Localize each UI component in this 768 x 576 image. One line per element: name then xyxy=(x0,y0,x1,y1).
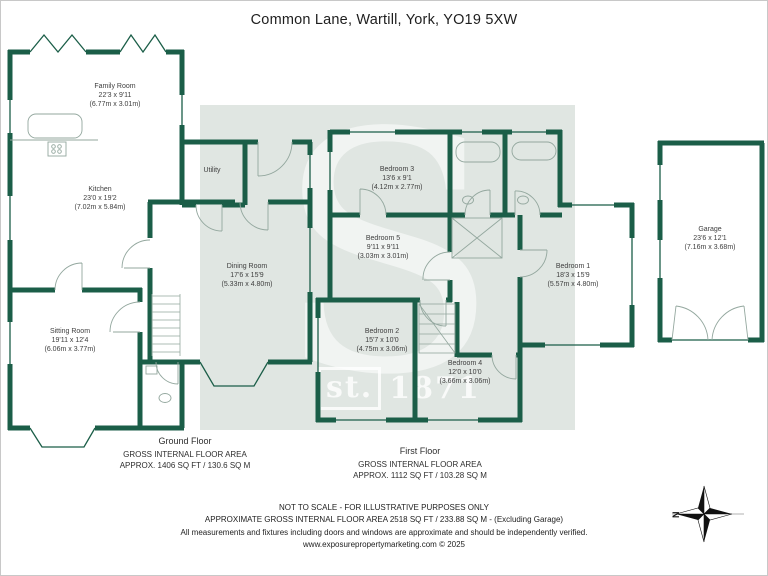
watermark-established-label: st. 1871 xyxy=(318,367,481,410)
bay-window-icon xyxy=(119,33,167,54)
room-name: Family Room xyxy=(94,83,136,90)
room-dims-imperial: 17'6 x 15'9 xyxy=(230,272,264,280)
stairs-icon xyxy=(151,294,181,356)
floor-area-line: APPROX. 1112 SQ FT / 103.28 SQ M xyxy=(353,471,487,480)
disclaimer-footer: NOT TO SCALE - FOR ILLUSTRATIVE PURPOSES… xyxy=(0,502,768,551)
room-label-utility: Utility xyxy=(187,166,237,175)
room-name: Bedroom 2 xyxy=(364,328,400,335)
watermark-year: 1871 xyxy=(389,371,481,406)
room-label-family-room: Family Room 22'3 x 9'11 (6.77m x 3.01m) xyxy=(55,82,175,110)
watermark-letter: S xyxy=(274,63,501,447)
floor-name: First Floor xyxy=(399,446,441,456)
room-dims-metric: (5.33m x 4.80m) xyxy=(221,281,273,289)
bathtub-icon xyxy=(455,141,557,205)
stairwell-icon xyxy=(418,303,456,354)
footer-line: www.exposurepropertymarketing.com © 2025 xyxy=(303,539,465,549)
room-label-garage: Garage 23'6 x 12'1 (7.16m x 3.68m) xyxy=(650,225,768,253)
room-name: Bedroom 4 xyxy=(447,360,483,367)
garage-doors-icon xyxy=(671,305,749,341)
wc-fixtures-icon xyxy=(145,365,172,403)
cupboard-icon xyxy=(451,217,503,259)
first-floor-summary: First Floor GROSS INTERNAL FLOOR AREA AP… xyxy=(300,446,540,482)
room-label-bedroom-2: Bedroom 2 15'7 x 10'0 (4.75m x 3.06m) xyxy=(322,327,442,355)
page-title: Common Lane, Wartill, York, YO19 5XW xyxy=(250,12,518,28)
room-label-sitting-room: Sitting Room 19'11 x 12'4 (6.06m x 3.77m… xyxy=(10,327,130,355)
ground-floor-summary: Ground Floor GROSS INTERNAL FLOOR AREA A… xyxy=(75,436,295,472)
room-dims-imperial: 23'0 x 19'2 xyxy=(83,195,117,203)
footer-line: NOT TO SCALE - FOR ILLUSTRATIVE PURPOSES… xyxy=(279,503,489,512)
room-label-dining-room: Dining Room 17'6 x 15'9 (5.33m x 4.80m) xyxy=(187,262,307,290)
floor-area-line: GROSS INTERNAL FLOOR AREA xyxy=(123,449,247,459)
room-dims-imperial: 22'3 x 9'11 xyxy=(98,92,132,100)
footer-line: All measurements and fixtures including … xyxy=(180,527,588,537)
room-dims-imperial: 19'11 x 12'4 xyxy=(51,337,89,345)
room-dims-metric: (3.66m x 3.06m) xyxy=(439,378,491,386)
room-dims-metric: (7.16m x 3.68m) xyxy=(684,244,736,252)
room-dims-imperial: 9'11 x 9'11 xyxy=(366,244,400,252)
room-dims-metric: (4.12m x 2.77m) xyxy=(371,184,423,192)
compass-icon: N xyxy=(671,485,744,543)
first-floor-plan xyxy=(315,129,635,423)
room-label-bedroom-4: Bedroom 4 12'0 x 10'0 (3.66m x 3.06m) xyxy=(405,359,525,387)
room-dims-imperial: 23'6 x 12'1 xyxy=(693,235,727,243)
room-name: Sitting Room xyxy=(49,328,91,335)
room-dims-metric: (6.77m x 3.01m) xyxy=(89,101,141,109)
room-label-bedroom-3: Bedroom 3 13'6 x 9'1 (4.12m x 2.77m) xyxy=(337,165,457,193)
footer-line: APPROXIMATE GROSS INTERNAL FLOOR AREA 25… xyxy=(204,515,564,525)
room-name: Utility xyxy=(203,167,221,174)
room-label-kitchen: Kitchen 23'0 x 19'2 (7.02m x 5.84m) xyxy=(40,185,160,213)
room-dims-imperial: 15'7 x 10'0 xyxy=(365,337,399,345)
room-name: Dining Room xyxy=(226,263,268,270)
garage-plan xyxy=(657,140,765,343)
room-dims-imperial: 12'0 x 10'0 xyxy=(448,369,482,377)
floor-name: Ground Floor xyxy=(158,436,212,446)
room-name: Kitchen xyxy=(88,186,112,193)
watermark-panel: S st. 1871 xyxy=(200,65,575,445)
floor-area-line: GROSS INTERNAL FLOOR AREA xyxy=(358,459,482,469)
kitchen-appliances-icon xyxy=(10,113,98,157)
floor-area-line: APPROX. 1406 SQ FT / 130.6 SQ M xyxy=(119,461,251,470)
room-dims-metric: (6.06m x 3.77m) xyxy=(44,346,96,354)
door-arcs xyxy=(54,141,293,385)
room-dims-imperial: 13'6 x 9'1 xyxy=(382,175,412,183)
room-dims-imperial: 18'3 x 15'9 xyxy=(556,272,590,280)
room-dims-metric: (3.03m x 3.01m) xyxy=(357,253,409,261)
compass-north-label: N xyxy=(671,512,681,519)
room-name: Bedroom 1 xyxy=(555,263,591,270)
bay-window-icon xyxy=(199,361,269,387)
room-dims-metric: (7.02m x 5.84m) xyxy=(74,204,126,212)
room-name: Bedroom 5 xyxy=(365,235,401,242)
room-name: Bedroom 3 xyxy=(379,166,415,173)
ground-floor-plan xyxy=(7,33,313,448)
room-label-bedroom-5: Bedroom 5 9'11 x 9'11 (3.03m x 3.01m) xyxy=(323,234,443,262)
door-arcs xyxy=(359,188,548,380)
bay-window-icon xyxy=(29,427,96,448)
room-dims-metric: (4.75m x 3.06m) xyxy=(356,346,408,354)
room-label-bedroom-1: Bedroom 1 18'3 x 15'9 (5.57m x 4.80m) xyxy=(513,262,633,290)
room-dims-metric: (5.57m x 4.80m) xyxy=(547,281,599,289)
bay-window-icon xyxy=(29,33,87,54)
room-name: Garage xyxy=(698,226,722,233)
